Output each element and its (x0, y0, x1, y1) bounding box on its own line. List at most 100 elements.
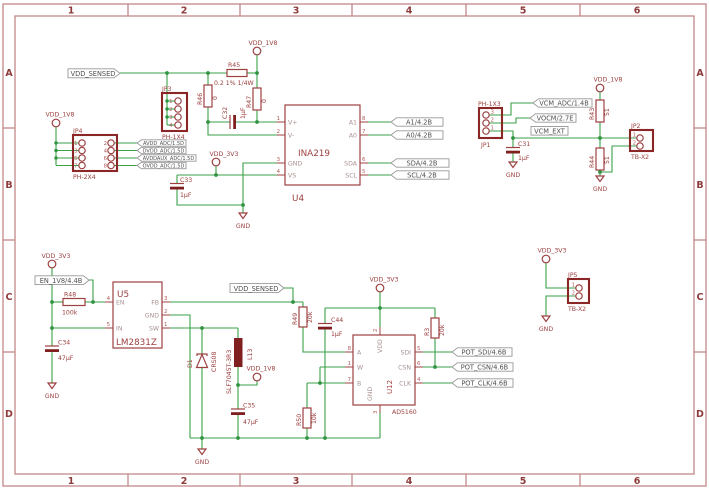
net-label: VDD_SENSED (234, 285, 279, 293)
pin-name: VDD (377, 339, 384, 353)
power-label: VDD_3V3 (370, 277, 399, 284)
part-name: PH-1X3 (478, 101, 501, 108)
gnd-symbol (196, 448, 208, 456)
pin-number: 4 (107, 296, 111, 302)
junction-dots (50, 71, 602, 440)
refdes: JP1 (480, 142, 491, 149)
frame-col-label: 4 (406, 476, 413, 487)
component-c44: C44 1µF (318, 317, 343, 338)
component-r45: R45 0.2 1% 1/4W (214, 62, 254, 87)
frame-col-label: 2 (181, 476, 188, 487)
value: 0.2 1% 1/4W (214, 80, 254, 87)
pin-number: 1 (348, 361, 351, 367)
gnd-label: GND (539, 326, 553, 333)
power-label: VDD_3V3 (42, 253, 71, 260)
refdes: U5 (117, 290, 129, 300)
pin-number: 4 (417, 377, 421, 383)
pin-number: 2 (373, 329, 379, 332)
diode-anode (195, 352, 209, 369)
refdes: R45 (228, 62, 240, 69)
net-label: AVDD_ADC/1.5D (143, 141, 184, 147)
net-label: AVDDAUX_ADC/1.5D (143, 156, 195, 162)
net-label: SCL/4.2B (407, 172, 437, 180)
pin-name: SDI (400, 350, 411, 357)
supply-circle (47, 259, 57, 269)
value: 10k (311, 412, 318, 424)
component-c31: C31 1µF (506, 141, 530, 162)
frame-col-label: 1 (68, 476, 75, 487)
pin-number: 1 (164, 322, 167, 328)
refdes: R43 (589, 108, 596, 120)
pin-number: 6 (417, 361, 421, 367)
net-flag (136, 139, 187, 147)
pin-name: SCL (345, 173, 357, 180)
part-name: PH-1X4 (162, 134, 185, 141)
gnd-label: GND (195, 459, 209, 466)
component-r46: R46 0 (197, 84, 219, 108)
pin-number: 1 (169, 99, 172, 105)
power-label: VDD_1V8 (247, 366, 276, 373)
net-flag (532, 98, 593, 108)
part-name: INA219 (298, 149, 330, 159)
part-name: TB-X2 (630, 154, 649, 161)
net-label: VCM_ADC/1.4B (539, 100, 589, 108)
frame-col-label: 5 (520, 476, 527, 487)
pin-number: 2 (104, 141, 107, 147)
supply-circle (541, 254, 551, 264)
pin-name: SDA (344, 161, 358, 168)
value: CRS08 (211, 352, 218, 372)
net-label: POT_CLK/4.6B (461, 380, 508, 388)
component-r49: R49 20k (292, 306, 314, 328)
refdes: R3 (424, 328, 431, 336)
gnd-symbol (46, 382, 58, 390)
gnd-symbol (237, 212, 249, 220)
component-jp3: 1 2 3 4 JP3 PH-1X4 (160, 86, 189, 141)
pin-name: A0 (349, 133, 357, 140)
pin-name: CSN (398, 365, 411, 372)
part-name: TB-X2 (567, 306, 586, 313)
pin-number: 2 (633, 141, 636, 147)
gnd-label: GND (593, 186, 607, 193)
component-c34: C34 47µF (45, 340, 74, 362)
pin-name: V- (288, 133, 294, 140)
refdes: U12 (386, 380, 394, 394)
pin-number: 5 (417, 346, 420, 352)
pin-name: GND (145, 313, 159, 320)
value: 0 (212, 96, 219, 100)
pin-number: 2 (277, 129, 280, 135)
frame-row-label: D (696, 409, 704, 420)
component-r48: R48 100k (62, 292, 86, 317)
pin-name: IN (116, 326, 123, 333)
pin-number: 3 (169, 115, 172, 121)
pin-name: A1 (349, 120, 357, 127)
refdes: R48 (64, 292, 76, 299)
part-name: LM2831Z (116, 338, 157, 348)
pin-number: 8 (104, 164, 108, 170)
power-label: VDD_1V8 (594, 77, 623, 84)
net-flag (34, 275, 90, 286)
net-flag (67, 68, 121, 79)
component-u4-ina219: V+ V- GND VS A1 A0 SDA SCL 1 2 3 4 8 7 6… (277, 104, 368, 204)
pin-number: 6 (104, 156, 108, 162)
net-flag (451, 362, 514, 372)
refdes: L13 (247, 349, 254, 360)
net-label: SDA/4.2B (407, 160, 438, 168)
net-flag (390, 117, 444, 127)
pin-number: 2 (572, 291, 575, 297)
refdes: C33 (180, 177, 192, 184)
pin-name: W (357, 365, 363, 372)
frame-row-label: C (697, 292, 704, 303)
value: 47µF (58, 355, 74, 362)
gnd-symbol (540, 315, 552, 323)
supply-circle (252, 372, 262, 382)
pin-number: 1 (74, 141, 77, 147)
net-flag (529, 113, 577, 123)
refdes: U4 (292, 194, 304, 204)
pin-number: 6 (362, 157, 366, 163)
refdes: R49 (292, 313, 299, 325)
refdes: R47 (246, 96, 253, 108)
net-flag (390, 158, 450, 168)
refdes: C31 (518, 141, 530, 148)
value: 1µF (518, 155, 530, 162)
